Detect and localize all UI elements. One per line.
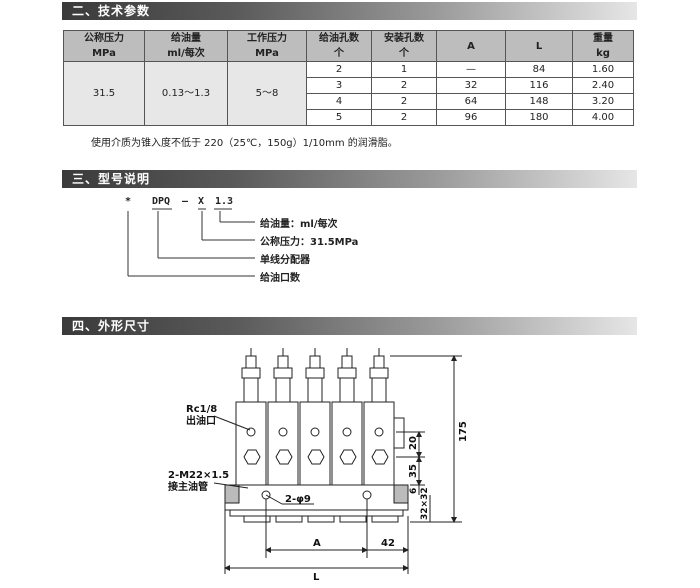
table-row: 3 2 32 116 2.40 [64, 77, 634, 94]
header-cell: 给油孔数个 [306, 30, 372, 62]
outlet-label-2: 出油口 [186, 414, 216, 427]
table-cell: 3 [306, 77, 372, 94]
table-cell: 2 [371, 93, 437, 110]
merged-cell: 5～8 [227, 61, 307, 126]
table-cell: 148 [505, 93, 573, 110]
model-part-count: * [125, 196, 132, 207]
model-part-volume: 1.3 [215, 196, 234, 207]
table-row: 31.5 0.13～1.3 5～8 2 1 — 84 1.60 [63, 61, 634, 126]
table-cell: 116 [505, 77, 573, 94]
main-port-label-1: 2-M22×1.5 [168, 470, 229, 481]
table-cell: 4 [306, 93, 372, 110]
dim-35: 35 [408, 464, 419, 478]
dim-175: 175 [458, 421, 469, 442]
model-code-diagram: * DPQ – X 1.3 给油量：ml/每次 公称压力：31.5MPa 单线分… [120, 196, 420, 286]
dim-A: A [313, 538, 321, 549]
outlet-label-1: Rc1/8 [186, 404, 217, 415]
model-part-type: DPQ [152, 196, 171, 207]
dim-32x32: 32×32 [420, 487, 430, 520]
table-cell: 1 [371, 61, 437, 78]
merged-cell: 0.13～1.3 [144, 61, 228, 126]
main-port-label-2: 接主油管 [168, 480, 208, 493]
section-bar-model: 三、型号说明 [62, 170, 637, 188]
section-bar-tech: 二、技术参数 [62, 2, 637, 20]
section-title-dims: 四、外形尺寸 [72, 319, 151, 333]
model-desc-pressure: 公称压力：31.5MPa [260, 237, 359, 248]
model-desc-count: 给油口数 [260, 273, 300, 284]
table-cell: 96 [436, 109, 506, 126]
table-cell: 5 [306, 109, 372, 126]
dim-42: 42 [381, 538, 395, 549]
outline-drawing: Rc1/8 出油口 2-M22×1.5 接主油管 2-φ9 175 20 35 … [168, 348, 469, 583]
model-desc-type: 单线分配器 [260, 255, 310, 266]
header-cell: L [505, 30, 573, 62]
model-part-dash: – [182, 196, 189, 207]
table-cell: 32 [436, 77, 506, 94]
model-part-pressure: X [198, 196, 205, 207]
table-cell: 180 [505, 109, 573, 126]
section-title-model: 三、型号说明 [72, 172, 151, 186]
dim-L: L [313, 572, 320, 583]
section-title-tech: 二、技术参数 [72, 4, 151, 18]
model-leader-lines [127, 208, 255, 277]
hole-label: 2-φ9 [285, 494, 311, 505]
table-cell: 4.00 [572, 109, 634, 126]
dim-20: 20 [408, 436, 419, 450]
table-cell: 3.20 [572, 93, 634, 110]
header-cell: A [436, 30, 506, 62]
section-bar-dims: 四、外形尺寸 [62, 317, 637, 335]
table-row: 5 2 96 180 4.00 [64, 109, 634, 126]
header-cell: 安装孔数个 [371, 30, 437, 62]
dim-6: 6 [409, 488, 419, 494]
usage-note: 使用介质为锥入度不低于 220（25℃，150g）1/10mm 的润滑脂。 [91, 138, 398, 149]
table-cell: — [436, 61, 506, 78]
table-cell: 2 [371, 77, 437, 94]
table-cell: 2.40 [572, 77, 634, 94]
model-desc-volume: 给油量：ml/每次 [260, 219, 338, 230]
table-cell: 1.60 [572, 61, 634, 78]
table-cell: 64 [436, 93, 506, 110]
table-cell: 2 [371, 109, 437, 126]
table-cell: 84 [505, 61, 573, 78]
merged-cell: 31.5 [63, 61, 145, 126]
table-cell: 2 [306, 61, 372, 78]
